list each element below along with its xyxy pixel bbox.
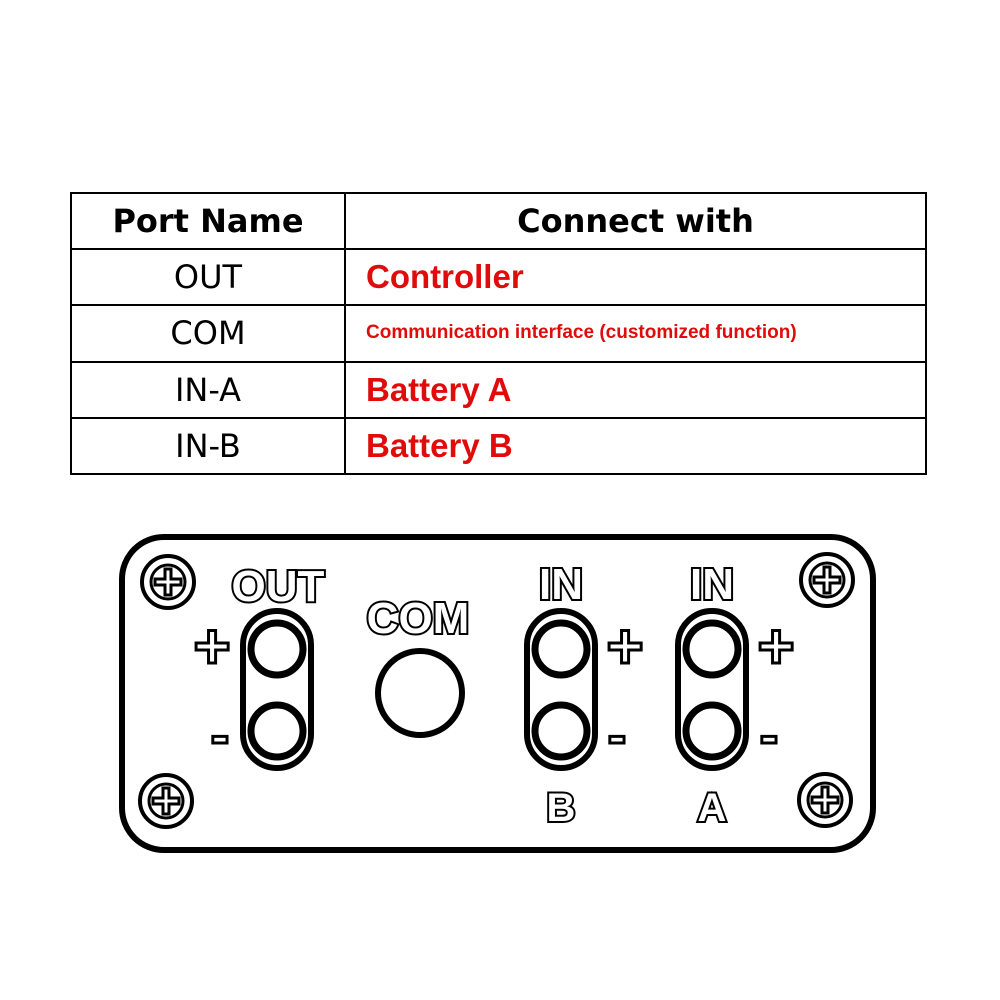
connect-cell: Battery A	[366, 370, 512, 408]
screw-top-left-icon	[140, 554, 196, 610]
in-b-minus-sign: -	[608, 703, 627, 766]
a-label: A	[698, 786, 727, 830]
in-b-label: IN	[539, 560, 583, 609]
port-name-cell: OUT	[70, 247, 346, 307]
panel-outline	[119, 534, 876, 853]
com-port-hole	[375, 648, 465, 738]
out-plus-sign: +	[193, 610, 230, 682]
header-port-name: Port Name	[70, 192, 346, 250]
table-row: OUT Controller	[70, 247, 927, 307]
screw-top-right-icon	[799, 552, 855, 608]
out-port-connector	[240, 608, 314, 771]
screw-bottom-left-icon	[138, 773, 194, 829]
table-row: IN-B Battery B	[70, 416, 927, 476]
connect-cell: Battery B	[366, 426, 513, 464]
table-header-row: Port Name Connect with	[70, 192, 927, 250]
header-connect-with: Connect with	[344, 192, 927, 250]
in-a-minus-sign: -	[760, 703, 779, 766]
connect-cell: Controller	[366, 258, 524, 296]
in-a-port-connector	[675, 608, 749, 771]
port-name-cell: IN-B	[70, 416, 346, 476]
b-label: B	[547, 786, 576, 830]
out-label: OUT	[232, 562, 325, 611]
port-name-cell: IN-A	[70, 360, 346, 419]
screw-bottom-right-icon	[797, 772, 853, 828]
out-minus-sign: -	[211, 703, 230, 766]
table-row: IN-A Battery A	[70, 360, 927, 419]
table-row: COM Communication interface (customized …	[70, 304, 927, 363]
port-table: Port Name Connect with OUT Controller CO…	[70, 192, 927, 476]
com-label: COM	[367, 594, 470, 643]
port-name-cell: COM	[70, 304, 346, 363]
in-a-label: IN	[690, 560, 734, 609]
in-b-plus-sign: +	[606, 610, 643, 682]
in-b-port-connector	[524, 608, 598, 771]
connect-cell: Communication interface (customized func…	[366, 322, 797, 344]
in-a-plus-sign: +	[757, 610, 794, 682]
